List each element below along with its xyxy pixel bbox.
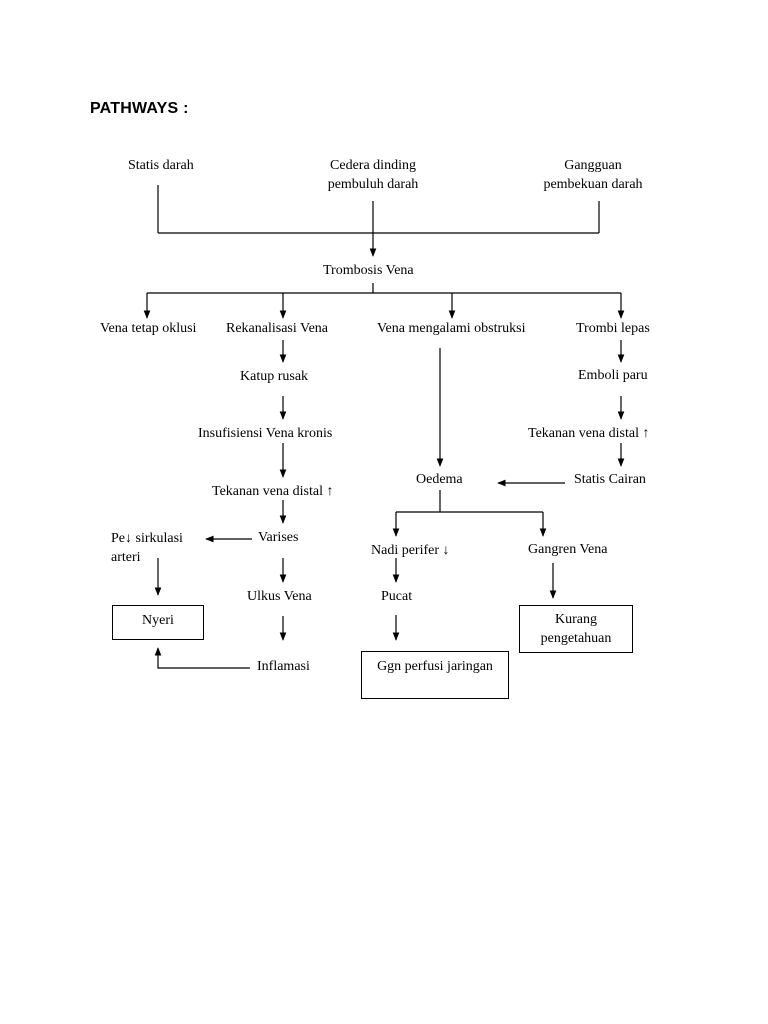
node-vena-tetap-oklusi: Vena tetap oklusi — [100, 321, 197, 336]
node-statis-darah: Statis darah — [128, 158, 194, 173]
diagnosis-nyeri: Nyeri — [112, 605, 204, 640]
diagnosis-ggn-perfusi: Ggn perfusi jaringan — [361, 651, 509, 699]
diagnosis-kurang-line1: Kurang — [555, 612, 597, 627]
diagnosis-kurang-pengetahuan: Kurang pengetahuan — [519, 605, 633, 653]
node-pe-line1: Pe↓ sirkulasi — [111, 531, 183, 546]
arrow-inflamasi-to-nyeri — [154, 647, 250, 669]
node-vena-obstruksi: Vena mengalami obstruksi — [377, 321, 526, 336]
node-gangguan-line2: pembekuan darah — [543, 177, 643, 192]
node-katup-rusak: Katup rusak — [240, 369, 309, 384]
node-gangren-vena: Gangren Vena — [528, 542, 608, 557]
node-trombi-lepas: Trombi lepas — [576, 321, 650, 336]
node-nadi-perifer: Nadi perifer ↓ — [371, 543, 450, 558]
node-tekanan-vena-right: Tekanan vena distal ↑ — [528, 426, 650, 441]
node-rekanalisasi-vena: Rekanalisasi Vena — [226, 321, 328, 336]
node-pucat: Pucat — [381, 589, 413, 604]
node-oedema: Oedema — [416, 472, 463, 487]
diagnosis-kurang-line2: pengetahuan — [540, 631, 612, 646]
node-cedera-line2: pembuluh darah — [327, 177, 419, 192]
node-pe-line2: arteri — [111, 550, 141, 565]
node-ulkus-vena: Ulkus Vena — [247, 589, 312, 604]
diagnosis-ggn-perfusi-label: Ggn perfusi jaringan — [377, 659, 493, 674]
node-gangguan-pembekuan: Gangguan pembekuan darah — [523, 156, 663, 194]
node-insufisiensi: Insufisiensi Vena kronis — [198, 426, 333, 441]
node-cedera-line1: Cedera dinding — [330, 158, 416, 173]
node-emboli-paru: Emboli paru — [578, 368, 648, 383]
node-statis-cairan: Statis Cairan — [574, 472, 646, 487]
node-pe-sirkulasi: Pe↓ sirkulasi arteri — [111, 529, 183, 567]
node-cedera-dinding: Cedera dinding pembuluh darah — [303, 156, 443, 194]
node-trombosis-vena: Trombosis Vena — [323, 263, 414, 278]
node-varises: Varises — [258, 530, 299, 545]
node-tekanan-vena-left: Tekanan vena distal ↑ — [212, 484, 334, 499]
page-title: PATHWAYS : — [90, 100, 189, 117]
diagnosis-nyeri-label: Nyeri — [142, 613, 174, 628]
node-gangguan-line1: Gangguan — [564, 158, 622, 173]
node-inflamasi: Inflamasi — [257, 659, 310, 674]
